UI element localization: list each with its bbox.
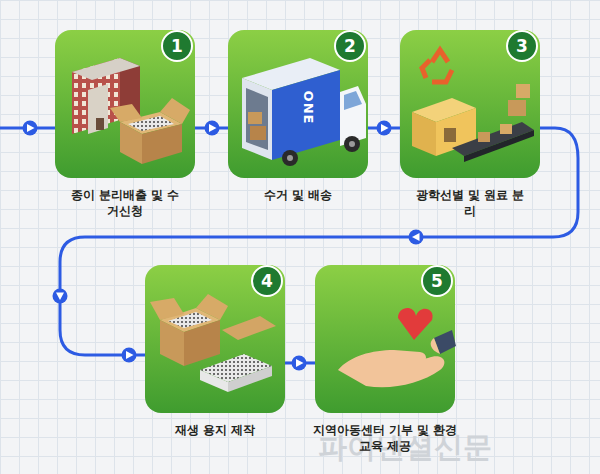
recycled-paper (150, 294, 276, 392)
flow-connector (285, 362, 315, 365)
number-badge (507, 31, 537, 61)
delivery-truck (242, 78, 272, 160)
sorting-plant (508, 100, 526, 116)
cardboard-box (110, 98, 190, 164)
truck-logo: ONE (301, 91, 316, 125)
sorting-plant (444, 128, 456, 142)
step-caption: 수거 및 배송 (238, 187, 358, 203)
recycled-paper (168, 312, 212, 328)
number-badge (252, 266, 282, 296)
recycled-paper (200, 370, 228, 392)
number-badge (335, 31, 365, 61)
recycled-paper (160, 320, 184, 366)
recycle-symbol (432, 70, 452, 82)
recycled-paper (222, 316, 276, 340)
entry-line (23, 121, 38, 136)
delivery-truck (344, 91, 362, 110)
school-building (88, 84, 108, 134)
sorting-plant (516, 84, 530, 98)
sorting-plant (500, 124, 512, 134)
delivery-truck (287, 155, 293, 161)
cardboard-box (160, 98, 190, 124)
delivery-truck (242, 58, 366, 166)
school-building (72, 58, 140, 80)
recycled-paper (150, 298, 184, 320)
flow-marker (53, 289, 68, 304)
sorting-plant (412, 84, 534, 162)
step-tile (228, 30, 368, 178)
cardboard-box (142, 124, 182, 164)
sorting-plant (478, 132, 490, 142)
delivery-truck (344, 136, 360, 152)
delivery-truck (272, 70, 340, 160)
flow-marker (409, 230, 424, 245)
recycled-paper (184, 320, 220, 366)
step-tile (315, 265, 455, 413)
number-badge (162, 31, 192, 61)
recycled-paper (228, 366, 272, 392)
step-caption: 재생 용지 제작 (145, 422, 285, 438)
flow-connector (195, 127, 228, 130)
school-building (96, 118, 104, 130)
step-tile (55, 30, 540, 413)
step-caption: 종이 분리배출 및 수거신청 (70, 187, 180, 219)
delivery-truck (349, 141, 355, 147)
callout-number: 2 (336, 32, 364, 60)
callout-number: 4 (253, 267, 281, 295)
step-caption: 지역아동센터 기부 및 환경교육 제공 (310, 422, 460, 454)
hand-heart (398, 308, 433, 340)
sorting-plant (412, 112, 436, 156)
number-badge (422, 266, 452, 296)
callout-number: 5 (423, 267, 451, 295)
recycle-symbol (422, 50, 452, 82)
hand-heart (338, 308, 456, 387)
delivery-truck (246, 88, 268, 150)
number-badge (162, 31, 537, 296)
step-tile (145, 265, 285, 413)
hand-heart (431, 338, 440, 354)
step-caption: 광학선별 및 원료 분리 (415, 187, 525, 219)
recycle-symbol (432, 50, 448, 62)
sorting-plant (464, 130, 534, 162)
delivery-truck (250, 126, 266, 140)
flow-marker (412, 233, 420, 241)
entry-line (0, 121, 55, 136)
delivery-truck (248, 112, 262, 124)
step-tile (55, 30, 195, 178)
step-tile (400, 30, 540, 178)
cardboard-box (110, 104, 142, 122)
delivery-truck (282, 150, 298, 166)
recycle-symbol (422, 60, 430, 78)
callout-number: 1 (163, 32, 191, 60)
entry-line (27, 124, 35, 132)
flow-connector (368, 127, 400, 130)
hand-heart (338, 350, 444, 387)
callout-number: 3 (508, 32, 536, 60)
flow-marker (56, 293, 64, 301)
